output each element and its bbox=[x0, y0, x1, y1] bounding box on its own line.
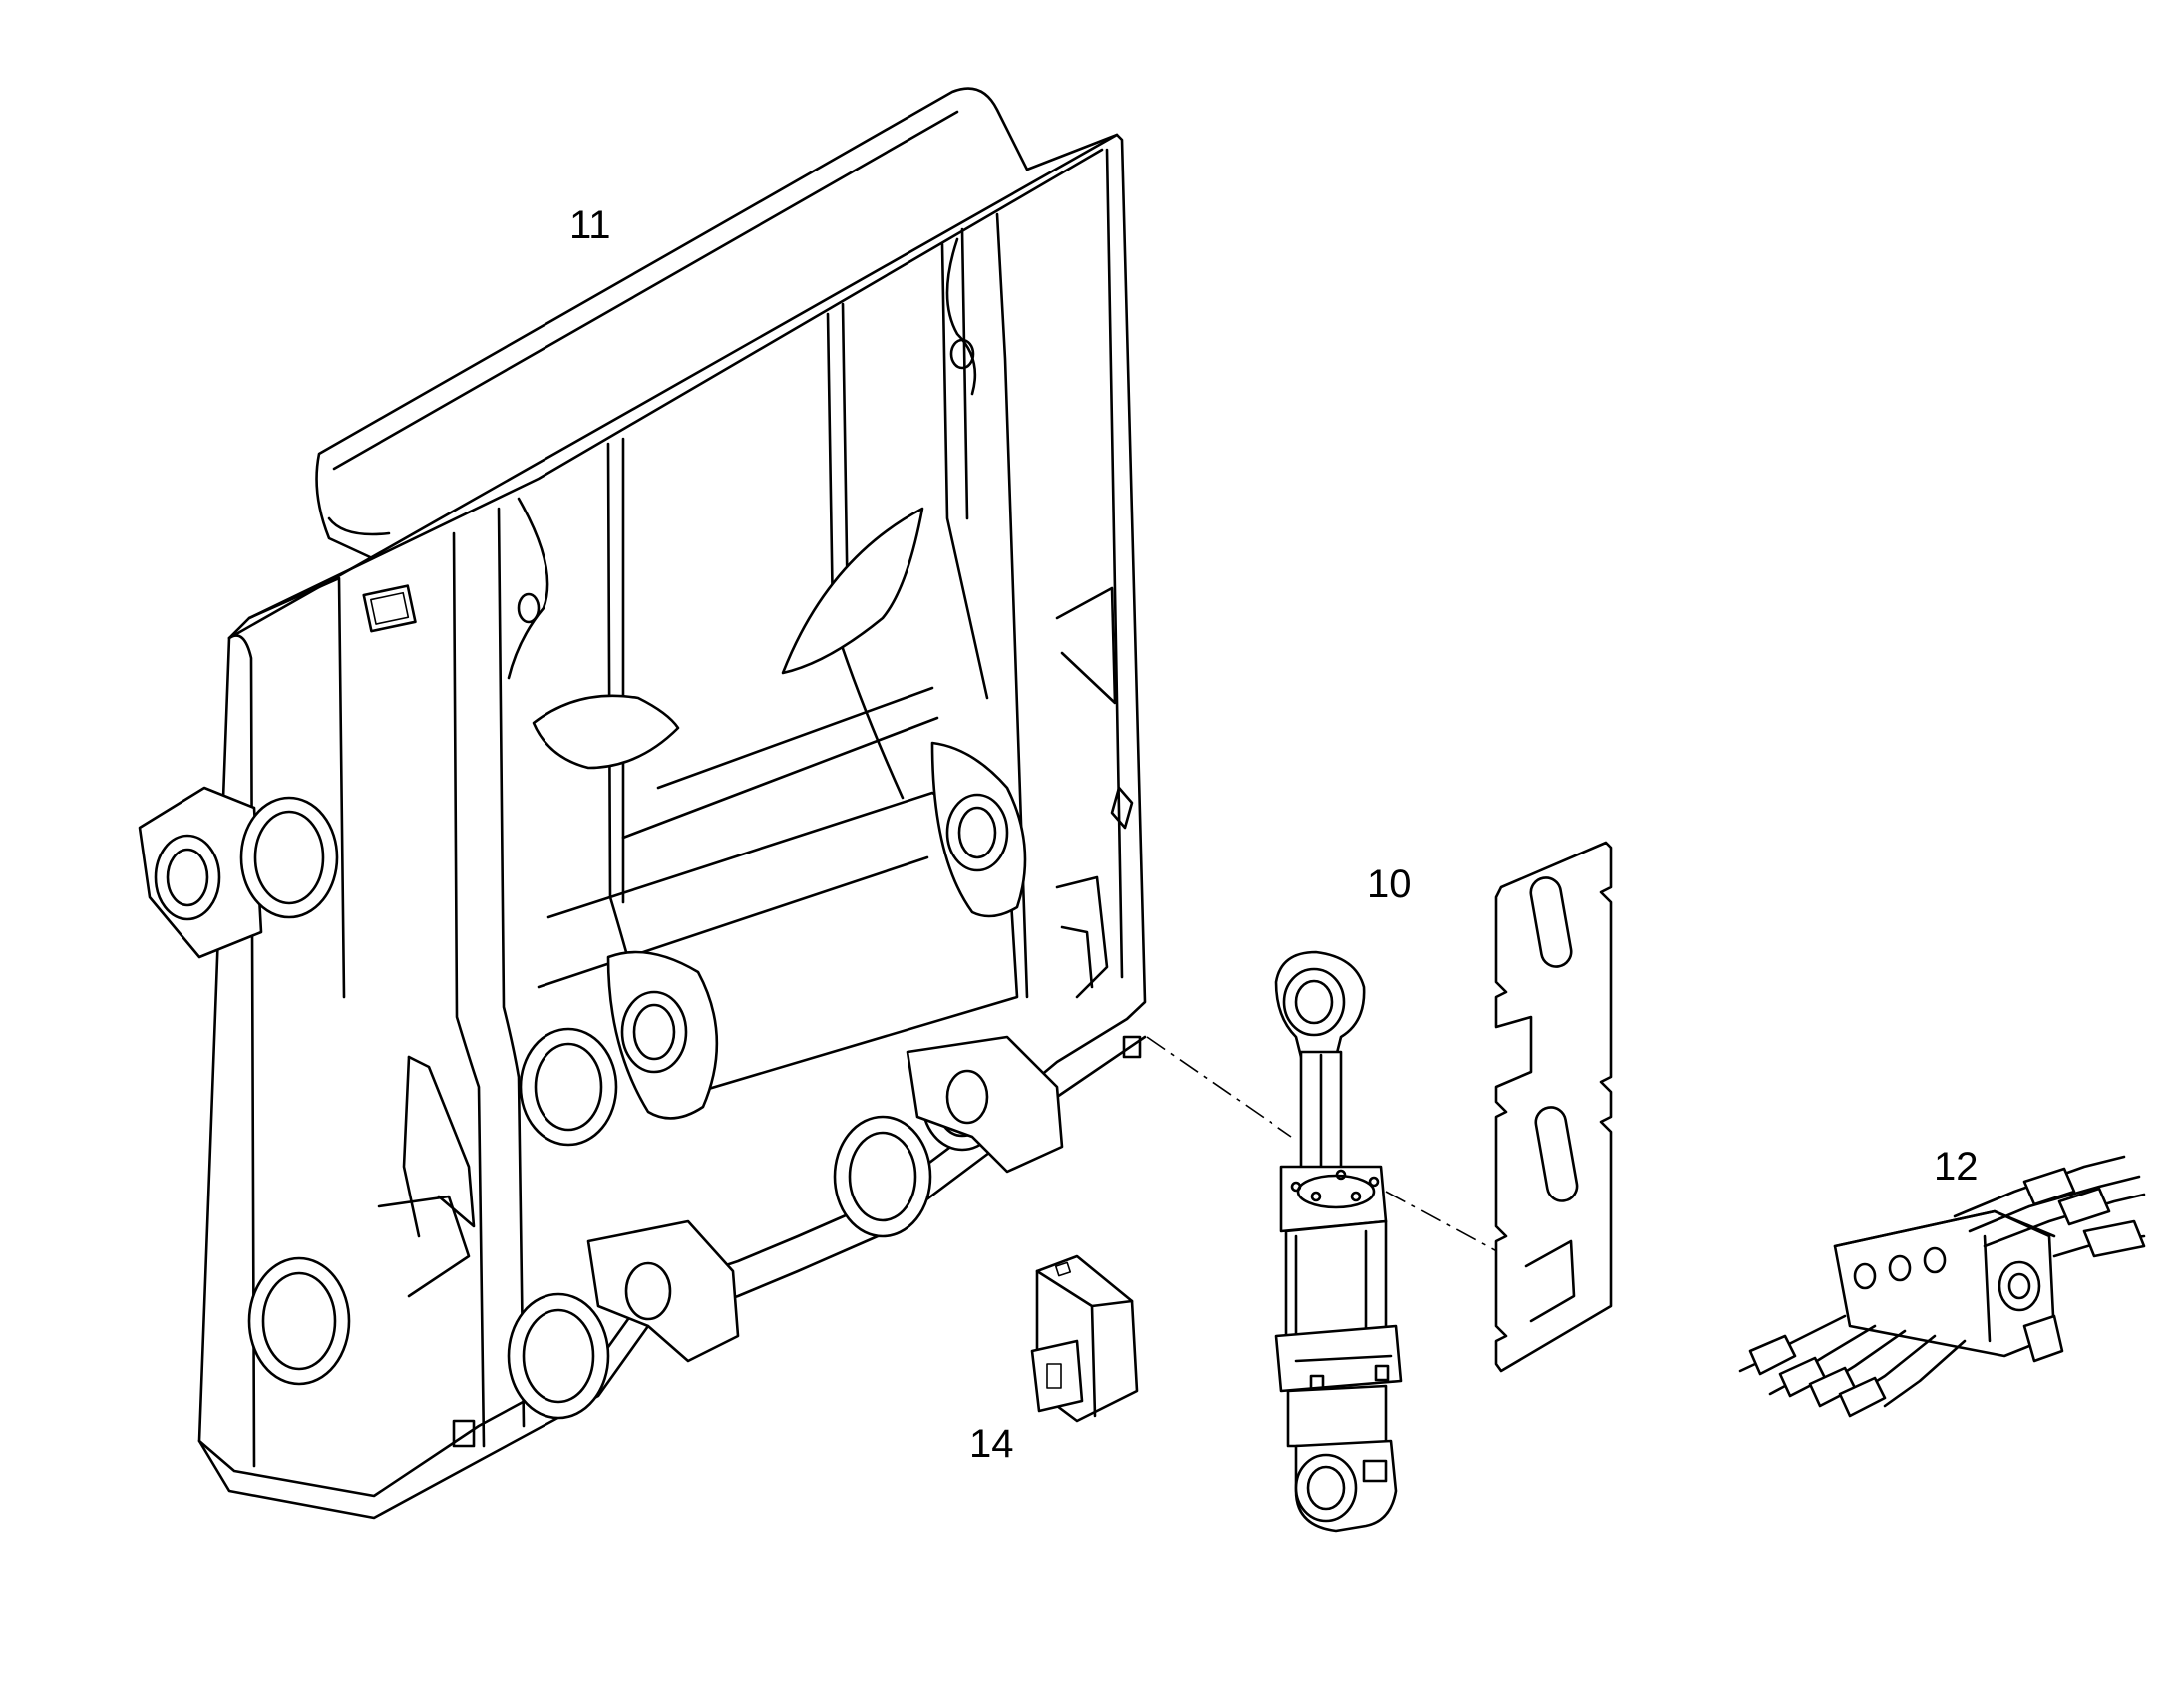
assembly-line-lower bbox=[1385, 1191, 1507, 1257]
bracket-part bbox=[1030, 1254, 1139, 1423]
callout-bracket: 14 bbox=[969, 1422, 1014, 1466]
callout-frame: 11 bbox=[569, 203, 611, 247]
callout-cylinder: 10 bbox=[1367, 862, 1412, 906]
cylinder-part bbox=[1274, 950, 1403, 1533]
valve-block-part bbox=[1738, 1155, 2146, 1418]
callout-valve-block: 12 bbox=[1934, 1145, 1979, 1189]
assembly-line-upper bbox=[1146, 1036, 1292, 1138]
shim-plate-part bbox=[1494, 841, 1613, 1373]
frame-part bbox=[138, 87, 1147, 1520]
